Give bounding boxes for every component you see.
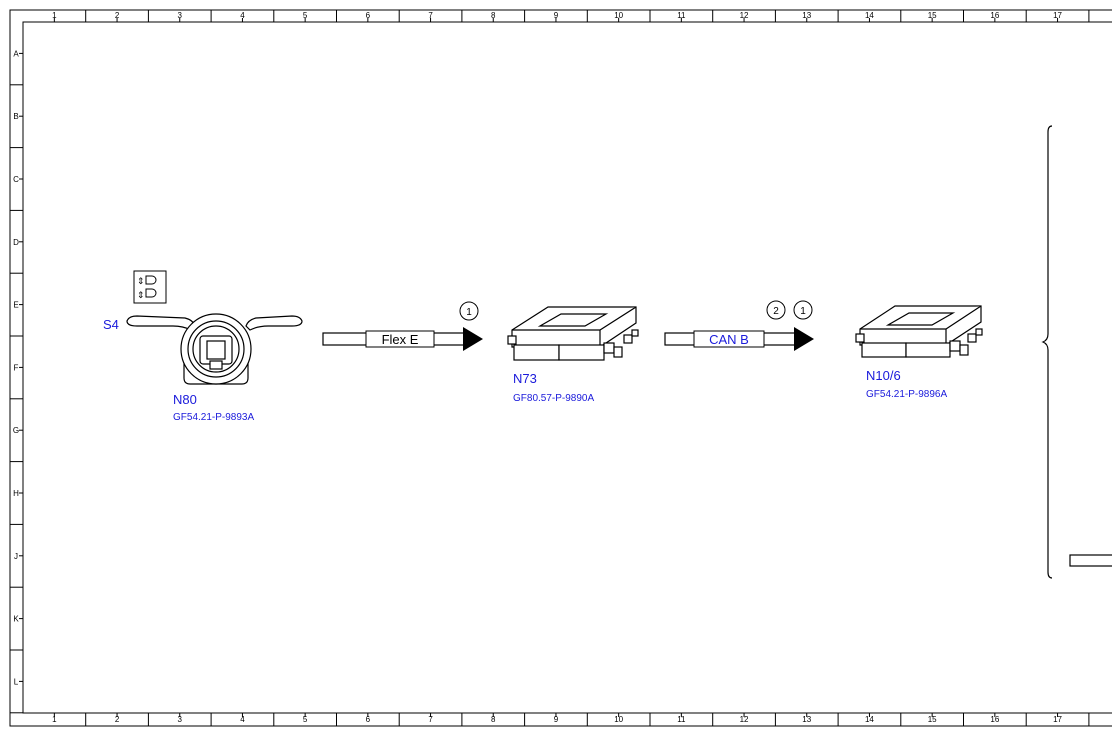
group-brace — [1041, 125, 1053, 579]
grid-column-label: 17 — [1053, 11, 1062, 20]
steering-module-label: N80 — [173, 392, 197, 407]
grid-column-label: 9 — [554, 11, 559, 20]
grid-column-label: 9 — [554, 715, 559, 724]
connection-marker: 1 — [793, 300, 813, 320]
grid-column-label: 4 — [240, 715, 245, 724]
sam-ref[interactable]: GF54.21-P-9896A — [866, 389, 947, 400]
grid-row-label: C — [13, 175, 19, 184]
steering-module-ref[interactable]: GF54.21-P-9893A — [173, 412, 254, 423]
sam-label: N10/6 — [866, 368, 901, 383]
flex-e-arrow — [322, 327, 483, 351]
steering-column-module-icon — [126, 313, 303, 385]
grid-column-label: 5 — [303, 715, 308, 724]
headlamp-switch-symbol-icon: ⇕ ⇕ — [133, 270, 167, 304]
grid-column-label: 16 — [990, 11, 999, 20]
grid-row-label: A — [13, 49, 19, 58]
connection-marker: 2 — [766, 300, 786, 320]
switch-label: S4 — [103, 317, 119, 332]
grid-column-label: 13 — [802, 715, 811, 724]
grid-row-label: J — [14, 552, 18, 561]
grid-row-label: B — [13, 112, 18, 121]
grid-column-label: 5 — [303, 11, 308, 20]
grid-column-label: 3 — [178, 715, 183, 724]
svg-text:2: 2 — [773, 306, 779, 317]
grid-column-label: 12 — [740, 715, 749, 724]
grid-column-label: 16 — [990, 715, 999, 724]
connection-marker: 1 — [459, 301, 479, 321]
grid-column-label: 12 — [740, 11, 749, 20]
grid-row-label: F — [14, 363, 19, 372]
grid-column-label: 7 — [428, 11, 433, 20]
grid-column-label: 14 — [865, 715, 874, 724]
grid-column-label: 11 — [677, 11, 686, 20]
grid-column-label: 8 — [491, 715, 496, 724]
grid-row-label: D — [13, 238, 19, 247]
grid-column-label: 6 — [366, 11, 371, 20]
grid-column-label: 1 — [52, 11, 57, 20]
svg-text:1: 1 — [800, 306, 806, 317]
gateway-label: N73 — [513, 371, 537, 386]
control-unit-n73-icon — [507, 306, 639, 361]
grid-row-label: G — [13, 426, 19, 435]
grid-column-label: 15 — [928, 715, 937, 724]
grid-row-label: H — [13, 489, 19, 498]
grid-column-label: 14 — [865, 11, 874, 20]
grid-column-label: 17 — [1053, 715, 1062, 724]
grid-column-label: 10 — [614, 715, 623, 724]
grid-row-label: K — [13, 615, 19, 624]
grid-column-label: 15 — [928, 11, 937, 20]
grid-left-ruler: A B C D E F G H J K L — [10, 49, 23, 714]
outer-frame — [9, 9, 1112, 727]
grid-column-label: 2 — [115, 11, 120, 20]
grid-column-label: 4 — [240, 11, 245, 20]
grid-column-label: 10 — [614, 11, 623, 20]
grid-column-label: 7 — [428, 715, 433, 724]
grid-row-label: E — [13, 301, 18, 310]
continuation-arrow — [1069, 554, 1112, 567]
svg-text:⇕: ⇕ — [137, 290, 145, 300]
grid-column-label: 3 — [178, 11, 183, 20]
gateway-ref[interactable]: GF80.57-P-9890A — [513, 393, 594, 404]
can-b-label: CAN B — [709, 332, 749, 347]
grid-column-label: 8 — [491, 11, 496, 20]
grid-column-label: 1 — [52, 715, 57, 724]
grid-column-label: 13 — [802, 11, 811, 20]
grid-row-label: L — [14, 677, 19, 686]
svg-text:1: 1 — [466, 307, 472, 318]
control-unit-n10-6-icon — [855, 305, 983, 358]
grid-column-label: 6 — [366, 715, 371, 724]
can-b-arrow — [664, 327, 814, 351]
grid-column-label: 2 — [115, 715, 120, 724]
svg-text:⇕: ⇕ — [137, 276, 145, 286]
grid-column-label: 11 — [677, 715, 686, 724]
flex-e-label: Flex E — [382, 332, 419, 347]
